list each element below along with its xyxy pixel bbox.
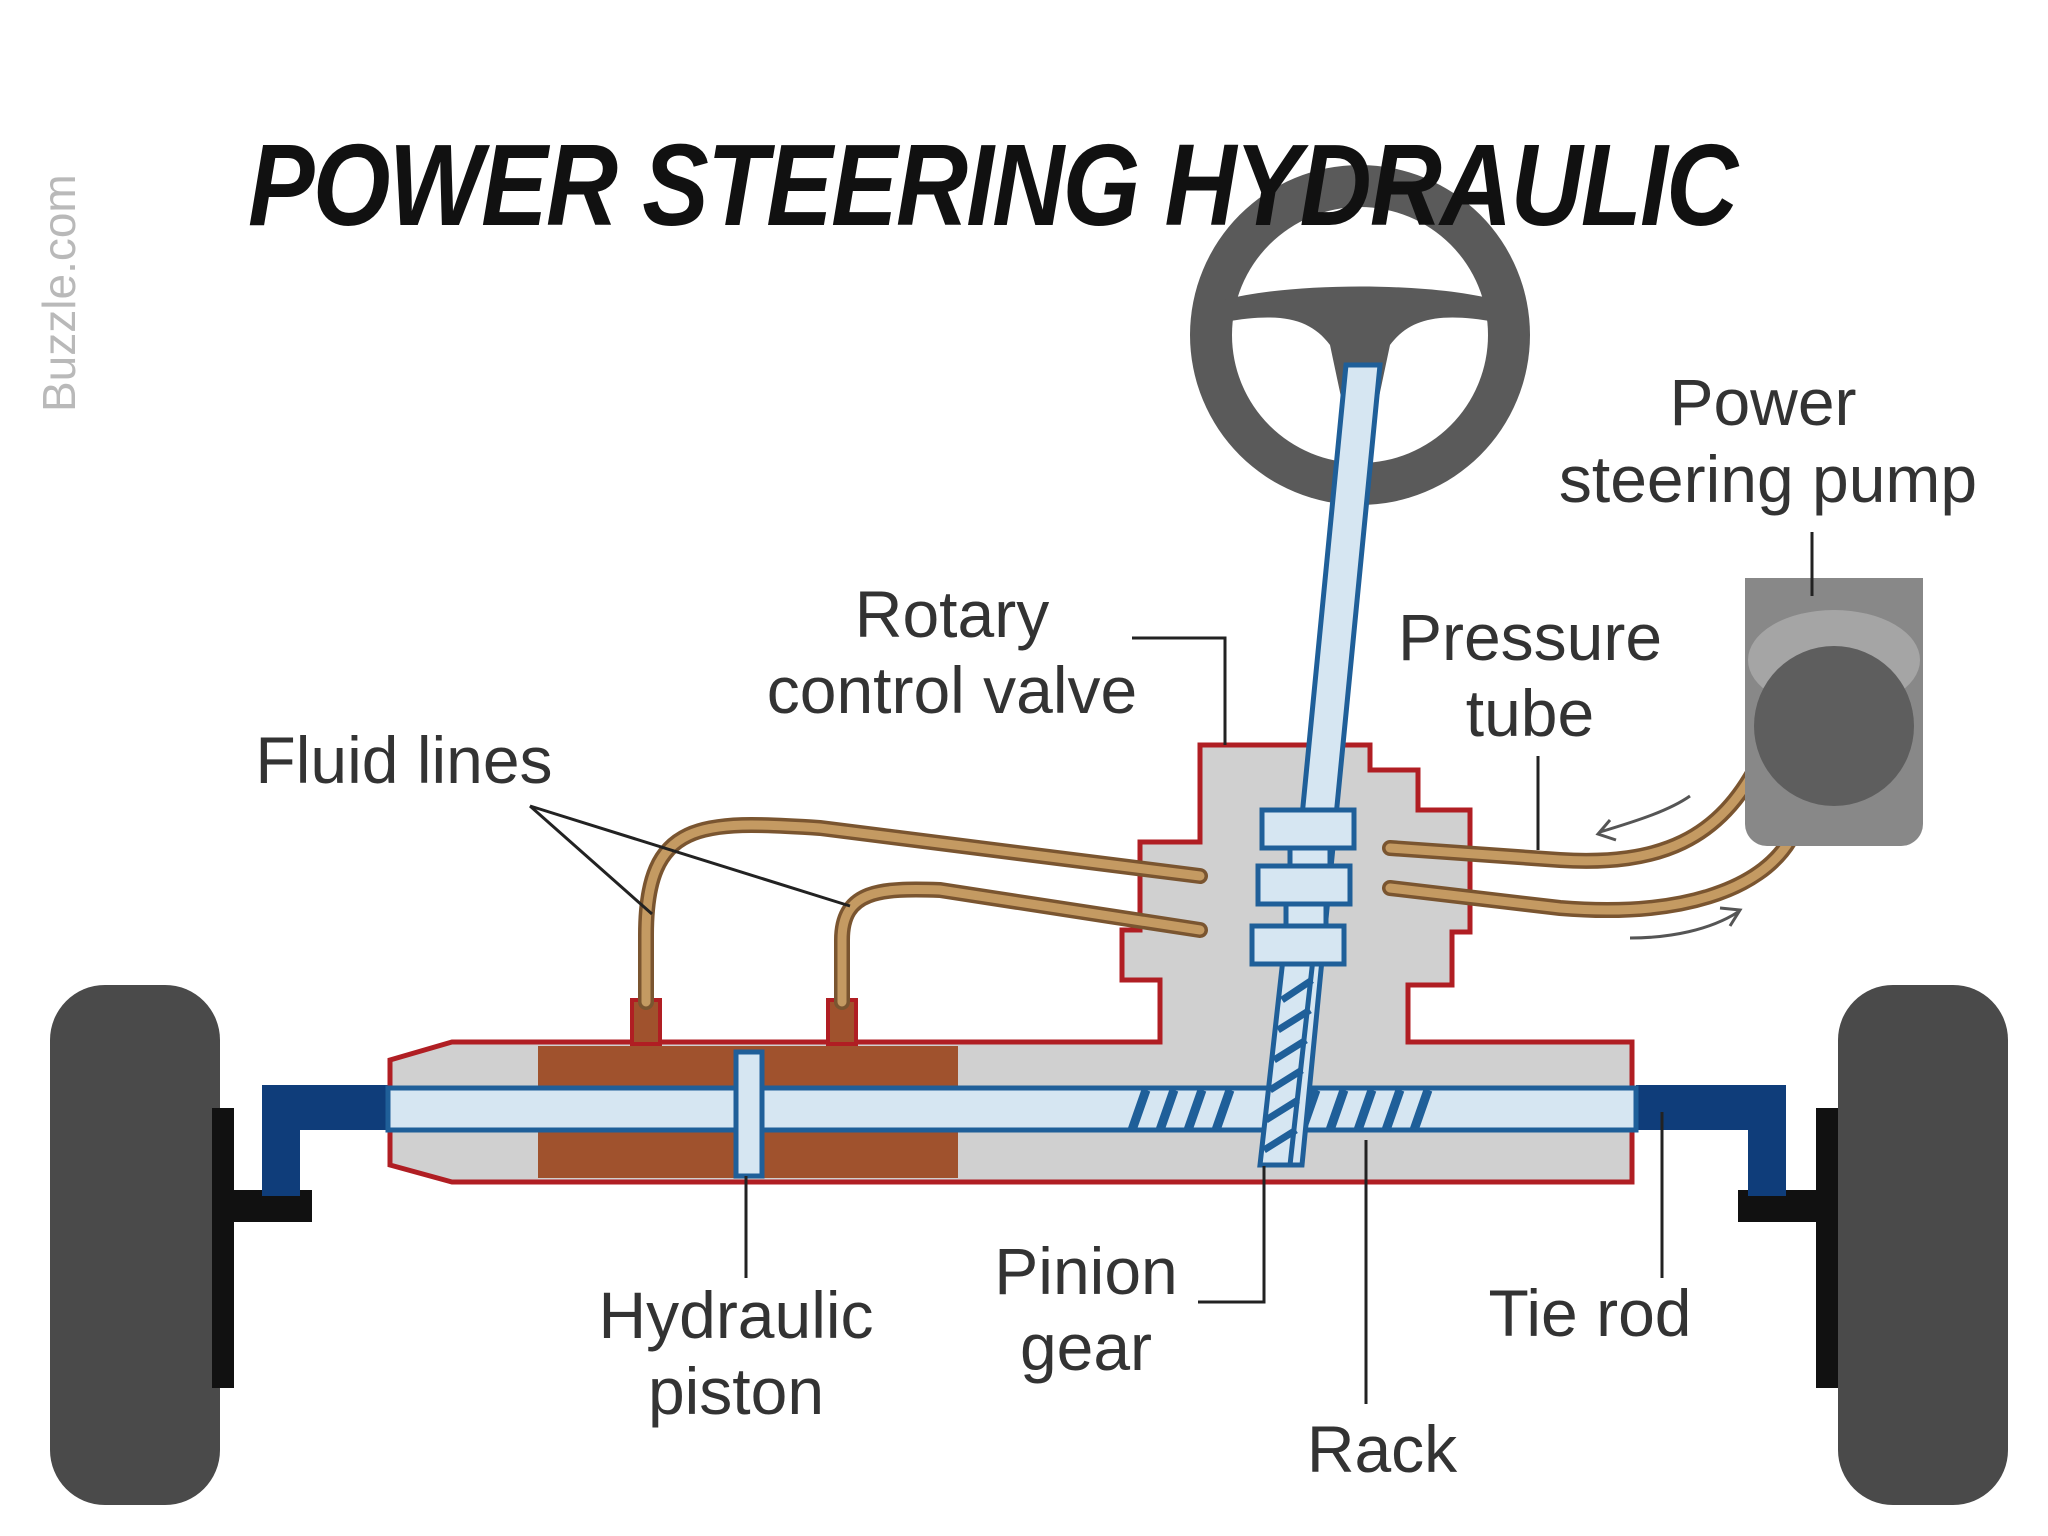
power-steering-pump — [1745, 578, 1923, 846]
left-wheel — [50, 985, 312, 1505]
label-pinion-gear-1: Pinion — [994, 1234, 1177, 1308]
hydraulic-piston — [733, 1049, 765, 1179]
label-hydraulic-piston-1: Hydraulic — [598, 1278, 873, 1352]
label-hydraulic-piston-2: piston — [648, 1354, 824, 1428]
label-power-steering-pump-1: Power — [1669, 365, 1856, 439]
label-rotary-control-valve-2: control valve — [767, 653, 1138, 727]
tie-rod-right — [1636, 1085, 1786, 1196]
steering-wheel — [1190, 165, 1530, 505]
slide-title: POWER STEERING HYDRAULIC — [248, 120, 1738, 250]
leader-lines — [529, 532, 1814, 1404]
label-power-steering-pump-2: steering pump — [1559, 442, 1977, 516]
label-rotary-control-valve-1: Rotary — [855, 577, 1049, 651]
rotary-valve-rings — [1249, 807, 1357, 967]
right-wheel — [1738, 985, 2008, 1505]
label-tie-rod: Tie rod — [1489, 1276, 1692, 1350]
label-pinion-gear-2: gear — [1020, 1310, 1152, 1384]
pressure-tubes — [1382, 752, 1798, 918]
fluid-lines — [638, 817, 1208, 1010]
rack-bar — [385, 1085, 1639, 1133]
label-rack: Rack — [1307, 1412, 1458, 1486]
label-pressure-tube-2: tube — [1466, 676, 1594, 750]
flow-arrows — [1595, 794, 1743, 940]
label-pressure-tube-1: Pressure — [1398, 600, 1662, 674]
tie-rod-left — [262, 1085, 400, 1196]
label-fluid-lines: Fluid lines — [255, 723, 552, 797]
